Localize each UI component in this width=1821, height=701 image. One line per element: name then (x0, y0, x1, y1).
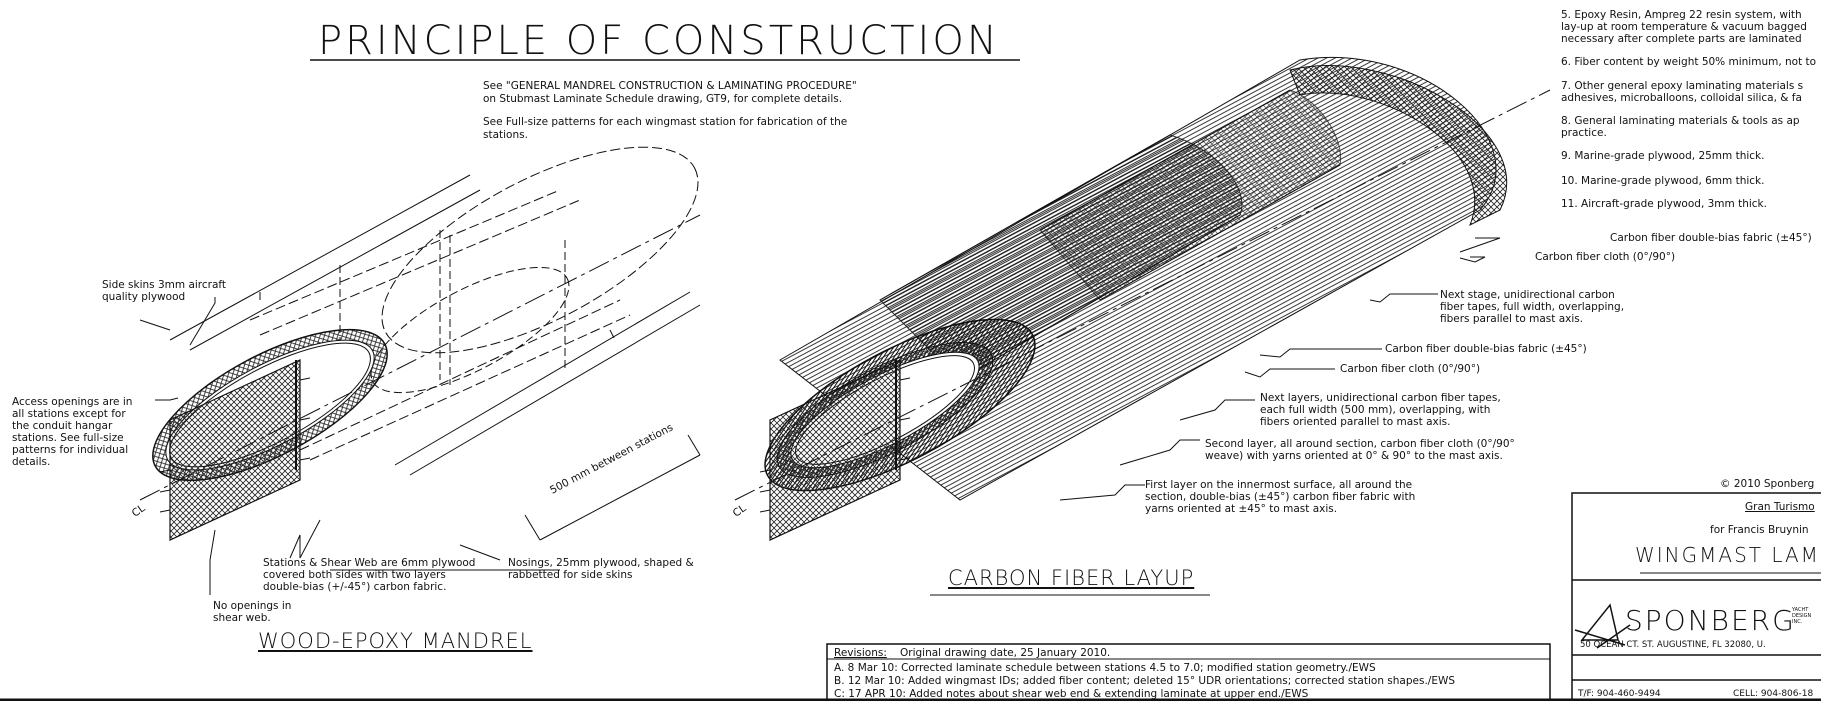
nosings-label: Nosings, 25mm plywood, shaped & (508, 557, 694, 569)
side-skins-label: quality plywood (102, 291, 186, 303)
no-openings-label: shear web. (213, 612, 271, 624)
note-line: 11. Aircraft-grade plywood, 3mm thick. (1561, 198, 1767, 210)
company-tag: YACHT DESIGN INC. (1792, 607, 1812, 625)
access-openings-label: stations. See full-size (12, 432, 124, 444)
note-line: necessary after complete parts are lamin… (1561, 33, 1802, 45)
layup-label: Carbon fiber cloth (0°/90°) (1340, 363, 1481, 375)
client-for: for Francis Bruynin (1710, 524, 1809, 536)
access-openings-label: Access openings are in (12, 396, 133, 408)
layup-label: Next layers, unidirectional carbon fiber… (1260, 392, 1501, 404)
intro-line: stations. (483, 129, 528, 141)
intro-line: on Stubmast Laminate Schedule drawing, G… (483, 93, 843, 105)
layup-label: fibers parallel to mast axis. (1440, 313, 1584, 325)
intro-line: See "GENERAL MANDREL CONSTRUCTION & LAMI… (483, 80, 857, 92)
revision-c: C: 17 APR 10: Added notes about shear we… (834, 688, 1309, 700)
revisions-header-label: Revisions: (834, 647, 887, 659)
page-title: PRINCIPLE OF CONSTRUCTION (318, 18, 1000, 64)
layup-label: Carbon fiber cloth (0°/90°) (1535, 251, 1676, 263)
stations-label: covered both sides with two layers (263, 569, 446, 581)
drawing-title: WINGMAST LAMI (1635, 543, 1821, 567)
nosings-label: rabbetted for side skins (508, 569, 633, 581)
company-name: SPONBERG (1625, 604, 1796, 637)
layup-drawing (734, 56, 1551, 596)
layup-label: yarns oriented at ±45° to mast axis. (1145, 503, 1338, 515)
note-line: 8. General laminating materials & tools … (1561, 115, 1800, 127)
sponberg-logo (1574, 603, 1631, 649)
access-openings-label: all stations except for (12, 408, 126, 420)
side-skins-label: Side skins 3mm aircraft (102, 279, 227, 291)
layup-label: weave) with yarns oriented at 0° & 90° t… (1205, 450, 1503, 462)
access-openings-label: the conduit hangar (12, 420, 113, 432)
company-address: 50 OCEAN CT. ST. AUGUSTINE, FL 32080, U. (1580, 640, 1766, 650)
mandrel-drawing (139, 146, 701, 595)
note-line: 7. Other general epoxy laminating materi… (1561, 80, 1804, 92)
mandrel-title: WOOD-EPOXY MANDREL (258, 629, 533, 653)
revision-b: B. 12 Mar 10: Added wingmast IDs; added … (834, 675, 1456, 687)
note-line: 6. Fiber content by weight 50% minimum, … (1561, 56, 1817, 68)
copyright: © 2010 Sponberg (1720, 478, 1815, 490)
phone-cell: CELL: 904-806-18 (1733, 689, 1814, 699)
revisions-box (826, 643, 1551, 701)
layup-label: First layer on the innermost surface, al… (1145, 479, 1413, 491)
layup-label: Carbon fiber double-bias fabric (±45°) (1385, 343, 1587, 355)
layup-label: section, double-bias (±45°) carbon fiber… (1145, 491, 1416, 503)
layup-label: fibers oriented parallel to mast axis. (1260, 416, 1451, 428)
note-line: adhesives, microballoons, colloidal sili… (1561, 92, 1802, 104)
intro-line: See Full-size patterns for each wingmast… (483, 116, 848, 128)
note-line: practice. (1561, 127, 1607, 139)
note-line: 5. Epoxy Resin, Ampreg 22 resin system, … (1561, 9, 1802, 21)
revisions-header-text: Original drawing date, 25 January 2010. (900, 647, 1111, 659)
revision-a: A. 8 Mar 10: Corrected laminate schedule… (834, 662, 1376, 674)
note-line: 9. Marine-grade plywood, 25mm thick. (1561, 150, 1765, 162)
note-line: lay-up at room temperature & vacuum bagg… (1561, 21, 1807, 33)
layup-label: Next stage, unidirectional carbon (1440, 289, 1615, 301)
layup-label: Carbon fiber double-bias fabric (±45°) (1610, 232, 1812, 244)
phone-tf: T/F: 904-460-9494 (1578, 689, 1661, 699)
stations-label: double-bias (+/-45°) carbon fabric. (263, 581, 447, 593)
stations-label: Stations & Shear Web are 6mm plywood (263, 557, 476, 569)
access-openings-label: patterns for individual (12, 444, 129, 456)
layup-label: fiber tapes, full width, overlapping, (1440, 301, 1625, 313)
no-openings-label: No openings in (213, 600, 292, 612)
layup-title: CARBON FIBER LAYUP (948, 566, 1195, 590)
note-line: 10. Marine-grade plywood, 6mm thick. (1561, 175, 1765, 187)
access-openings-label: details. (12, 456, 51, 468)
title-block-frame (1571, 492, 1821, 701)
layup-label: each full width (500 mm), overlapping, w… (1260, 404, 1491, 416)
layup-label: Second layer, all around section, carbon… (1205, 438, 1515, 450)
client-name: Gran Turismo (1745, 501, 1815, 513)
